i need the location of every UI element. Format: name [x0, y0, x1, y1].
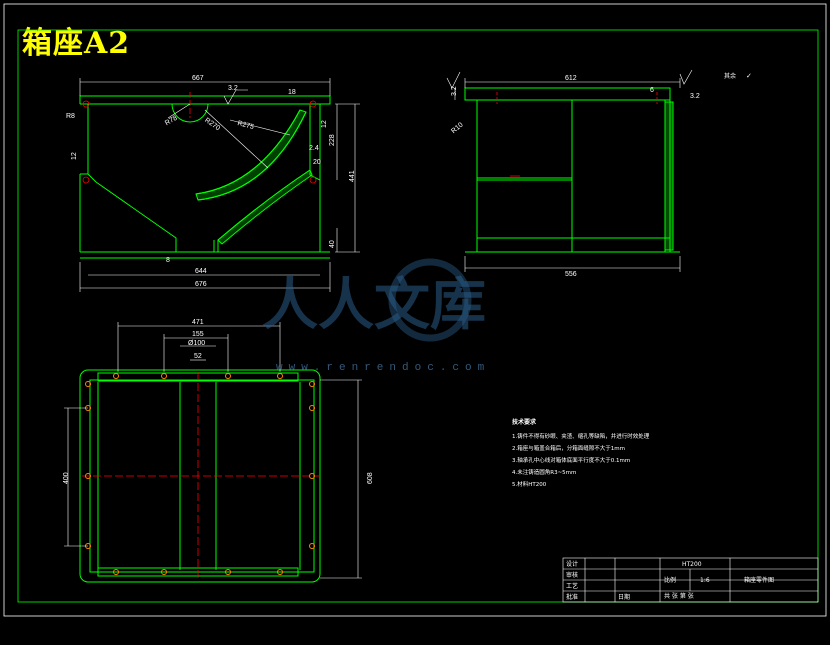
dim-front-height-small: 12 — [321, 120, 328, 128]
dim-side-top-width: 612 — [565, 75, 577, 82]
tb-scale-value: 1:6 — [700, 577, 710, 584]
dim-front-height-bottom: 40 — [329, 240, 336, 248]
roughness-mark-front — [223, 89, 248, 105]
dim-front-height-total: 441 — [349, 170, 356, 182]
tb-process: 工艺 — [566, 582, 578, 590]
dim-front-rad-left: R8 — [66, 113, 75, 120]
side-view-dimensions — [454, 78, 681, 272]
note-item-5: 5.材料HT200 — [512, 480, 547, 488]
tb-sheets: 共 张 第 张 — [664, 592, 694, 600]
front-view-centerlines — [82, 92, 317, 184]
watermark-url: www.renrendoc.com — [276, 362, 490, 374]
tb-check: 审核 — [566, 571, 578, 579]
dim-front-rad-outer: R275 — [237, 120, 255, 131]
dim-front-height-upper: 228 — [329, 134, 336, 146]
dim-side-bottom-width: 556 — [565, 271, 577, 278]
plan-view-centerlines — [82, 372, 320, 580]
side-view-centerlines — [496, 92, 658, 177]
dim-front-right-small: 18 — [288, 89, 296, 96]
technical-notes: 技术要求 1.铸件不得有砂眼、夹渣、缩孔等缺陷，并进行时效处理 2.箱座与箱盖合… — [512, 418, 650, 488]
dim-front-thick: 2.4 — [309, 145, 319, 152]
watermark-logo-ring — [388, 258, 472, 342]
front-view — [79, 95, 331, 259]
note-item-2: 2.箱座与箱盖合箱后，分箱面缝隙不大于1mm — [512, 444, 625, 452]
dim-plan-width-mid: 155 — [192, 331, 204, 338]
rest-symbol: ✓ — [746, 73, 752, 80]
tb-design: 设计 — [566, 560, 578, 568]
roughness-mark-side-right — [679, 69, 693, 85]
dim-front-right-r: 20 — [313, 159, 321, 166]
title-block — [562, 557, 819, 603]
tb-drawing-name: 箱座零件图 — [744, 576, 774, 584]
tb-approve: 批准 — [566, 593, 578, 601]
dim-front-base: 8 — [166, 257, 170, 264]
dim-side-rough: 3.2 — [690, 93, 700, 100]
front-view-dimensions — [79, 78, 360, 292]
dim-plan-dia: Ø100 — [188, 340, 205, 347]
dim-plan-width-small: 52 — [194, 353, 202, 360]
dim-front-top-width: 667 — [192, 75, 204, 82]
note-item-1: 1.铸件不得有砂眼、夹渣、缩孔等缺陷，并进行时效处理 — [512, 432, 650, 440]
dim-plan-height-left: 400 — [63, 472, 70, 484]
notes-heading: 技术要求 — [512, 418, 537, 426]
dim-front-rad-main: R270 — [203, 117, 221, 132]
tb-material: HT200 — [682, 561, 702, 568]
dim-front-rough: 3.2 — [228, 85, 238, 92]
dim-front-left-side: 12 — [71, 152, 78, 160]
note-item-4: 4.未注铸造圆角R3~5mm — [512, 468, 576, 476]
watermark: 人人文库 www.renrendoc.com — [262, 258, 490, 374]
dim-side-left-height: 3.2 — [451, 86, 458, 96]
side-view — [464, 87, 680, 253]
inner-border — [17, 29, 819, 603]
dim-side-left-r: R10 — [450, 121, 464, 135]
plan-view-bolt-holes — [85, 373, 315, 575]
dim-plan-width-outer: 471 — [192, 319, 204, 326]
dim-front-bottom-outer: 676 — [195, 281, 207, 288]
dim-front-bottom-inner: 644 — [195, 268, 207, 275]
note-item-3: 3.轴承孔中心线对箱体底面平行度不大于0.1mm — [512, 456, 630, 464]
tb-scale-label: 比例 — [664, 576, 676, 584]
drawing-title: 箱座A2 — [22, 26, 131, 61]
outer-border — [3, 3, 827, 617]
tb-date: 日期 — [618, 593, 630, 601]
rest-label: 其余 — [724, 72, 736, 80]
watermark-text: 人人文库 — [262, 272, 486, 338]
roughness-mark-side-left — [446, 71, 461, 89]
dim-side-right-small: 6 — [650, 87, 654, 94]
plan-view-dimensions — [64, 322, 362, 579]
dim-plan-height-right: 608 — [367, 472, 374, 484]
